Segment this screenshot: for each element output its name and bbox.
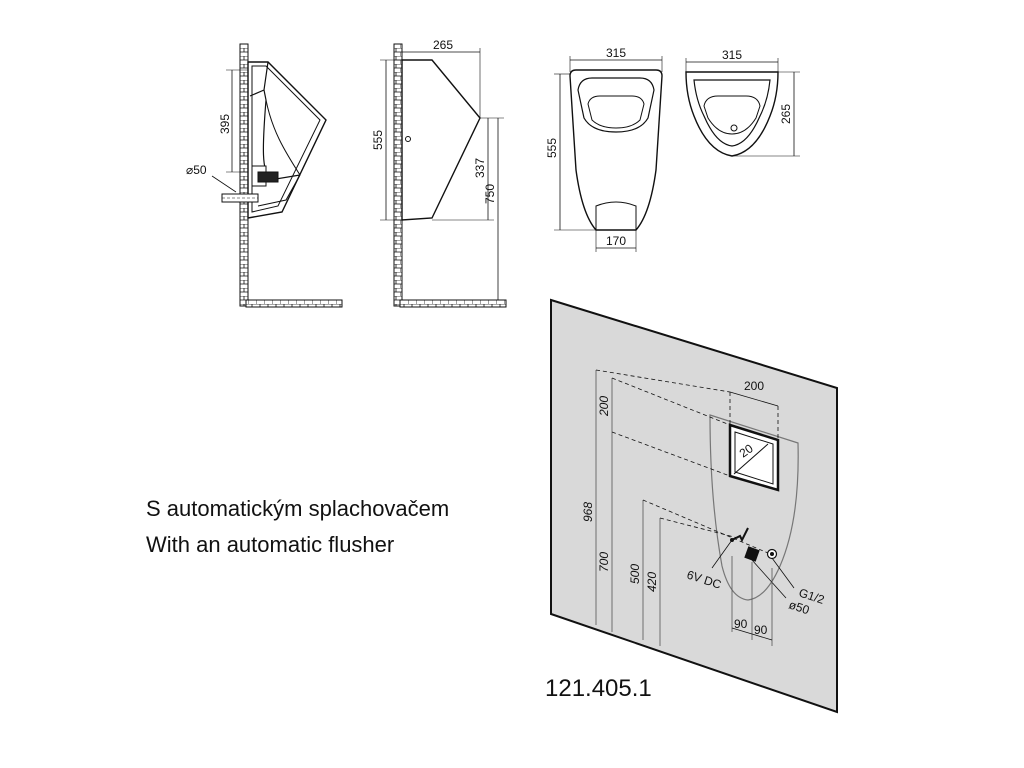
power-connector-icon [731,527,749,543]
dim-200-width: 200 [744,379,764,393]
drain-hole [730,124,738,132]
dim-90-right: 90 [754,623,768,637]
urinal-section-outline [247,61,327,219]
urinal-front-outline [569,69,663,231]
floor-outline [399,299,507,308]
dim-395: 395 [218,114,232,134]
dim-315-top: 315 [722,48,742,62]
model-number: 121.405.1 [545,675,652,702]
dim-750: 750 [483,184,497,204]
dim-170: 170 [606,234,626,248]
wall-panel [550,298,838,714]
dim-337: 337 [473,158,487,178]
label-waste-50: ø50 [787,598,811,618]
waste-outlet-icon [744,546,760,562]
front-view: 315 555 170 [545,46,663,252]
dim-265-top: 265 [779,104,793,124]
inlet-hole [405,136,411,142]
dim-265-side: 265 [433,38,453,52]
dim-420: 420 [645,572,659,592]
dim-700: 700 [597,552,611,572]
urinal-side-outline [401,59,481,221]
dim-968: 968 [581,502,595,522]
urinal-silhouette [709,414,799,601]
floor-section [245,299,343,308]
dim-200-height: 200 [597,396,611,417]
dim-500: 500 [628,564,642,584]
dim-90-left: 90 [734,617,748,631]
dim-315-front: 315 [606,46,626,60]
top-view: 315 265 [685,48,800,157]
side-outline-view: 265 555 337 750 [371,38,507,308]
side-section-view: 395 ⌀50 [186,43,343,308]
dim-555-front: 555 [545,138,559,158]
dim-pipe-50: ⌀50 [186,163,207,177]
wall-section [239,43,249,307]
caption-english: With an automatic flusher [146,532,395,557]
wall-outline [393,43,403,307]
urinal-top-outline [685,71,779,157]
caption-czech: S automatickým splachovačem [146,496,450,521]
installation-view: 20 200 968 200 700 500 420 6V DC [550,298,838,714]
dim-555-side: 555 [371,130,385,150]
